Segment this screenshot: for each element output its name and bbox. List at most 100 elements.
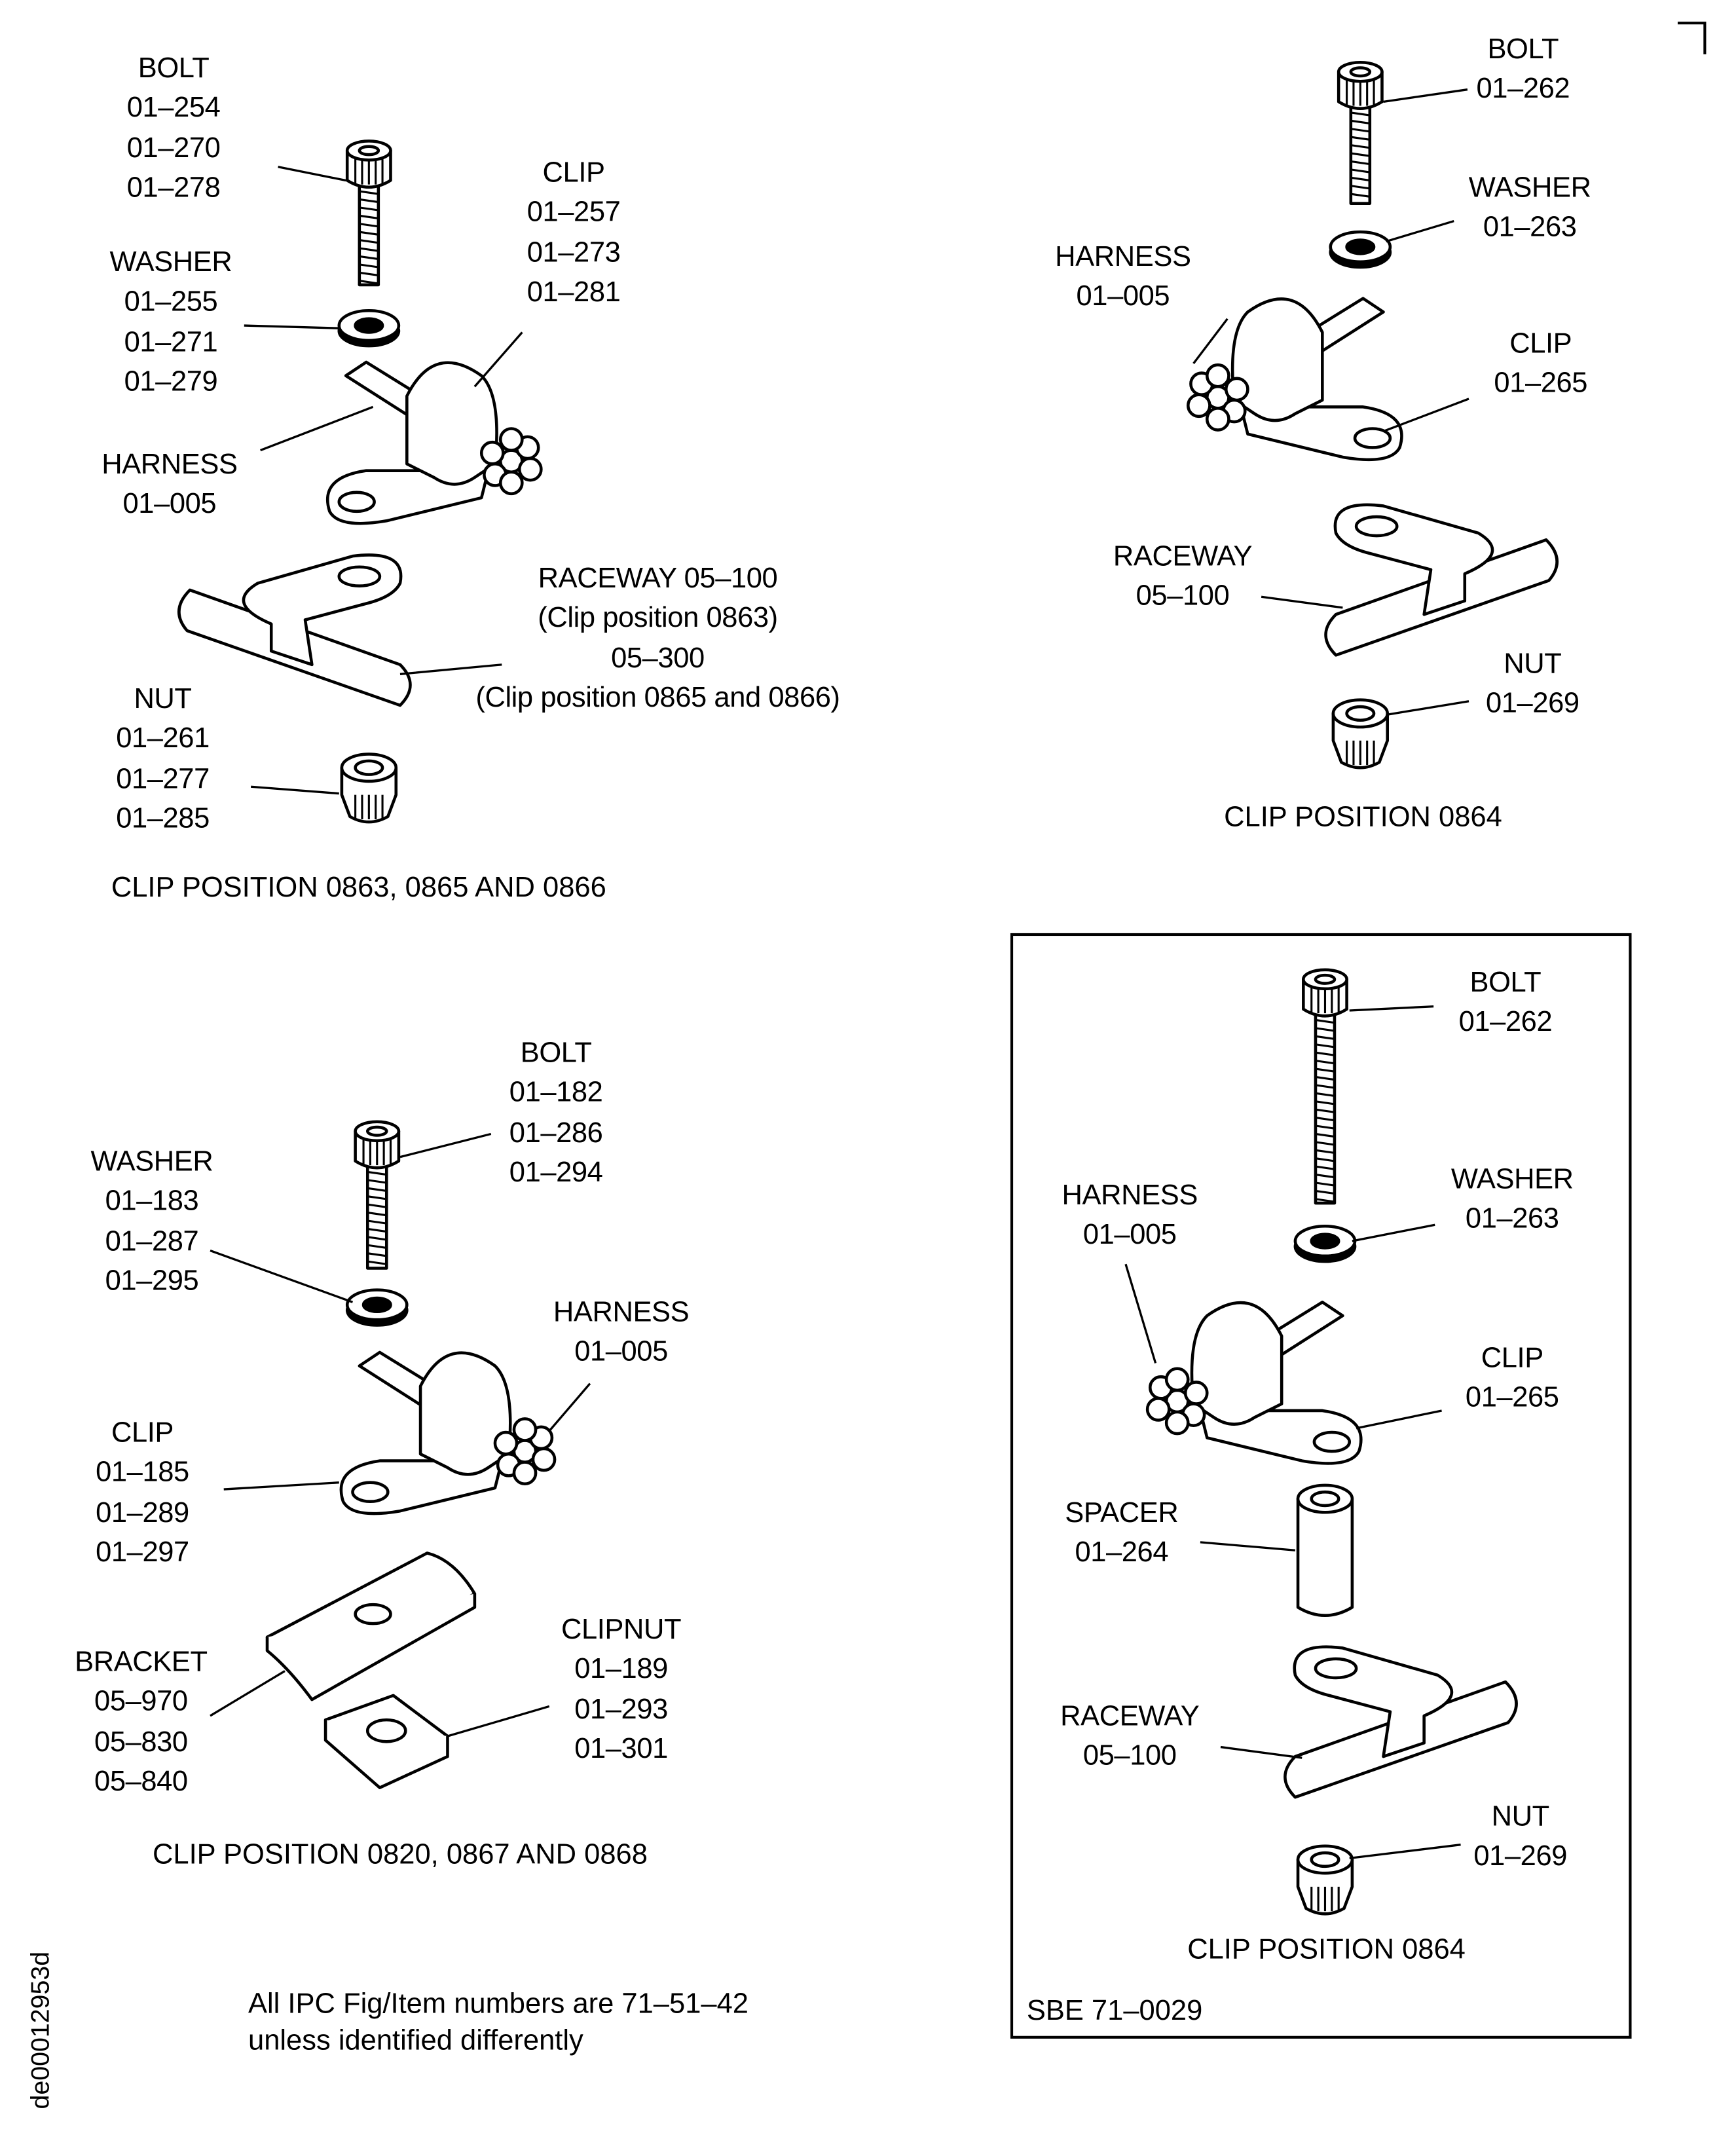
label-part-number: 01–185 — [96, 1457, 189, 1489]
leader-line — [1124, 1263, 1157, 1364]
line-shape — [1350, 152, 1371, 157]
leader-line — [1352, 1223, 1435, 1242]
label-part-number: 01–293 — [574, 1693, 668, 1725]
line-shape — [1315, 1165, 1335, 1170]
line-shape — [367, 1260, 387, 1265]
label-part-name: SPACER — [1065, 1497, 1179, 1529]
line-shape — [1350, 128, 1371, 133]
line-shape — [359, 263, 379, 269]
line-shape — [1315, 1084, 1335, 1089]
ellipse-shape — [1349, 66, 1372, 78]
leader-line — [548, 1383, 591, 1432]
label-part-number: 01–269 — [1486, 688, 1579, 720]
label-part-number: 01–005 — [574, 1336, 668, 1368]
label-part-name: CLIP — [542, 157, 605, 189]
line-shape — [1350, 144, 1371, 149]
circle-shape — [1187, 393, 1211, 418]
leader-line — [251, 785, 339, 795]
note: All IPC Fig/Item numbers are 71–51–42 un… — [248, 1986, 748, 2059]
label-raceway: RACEWAY 05–100(Clip position 0863)05–300… — [475, 559, 840, 718]
label-part-name: CLIP — [1509, 328, 1572, 360]
label-clip: CLIP 01–265 — [1466, 1339, 1559, 1418]
bolt-icon — [1337, 60, 1384, 205]
label-part-number: 01–255 — [124, 286, 218, 318]
clip-icon — [1145, 1300, 1363, 1465]
label-part-number: 01–279 — [124, 365, 218, 398]
label-part-name: WASHER — [109, 246, 232, 278]
circle-shape — [493, 1430, 519, 1456]
label-part-number: 01–264 — [1075, 1537, 1169, 1569]
leader-line — [399, 663, 502, 675]
label-part-name: BOLT — [1469, 967, 1542, 999]
leader-line — [1220, 1745, 1302, 1759]
line-shape — [1315, 1117, 1335, 1122]
rect-shape — [1314, 1007, 1337, 1205]
line-shape — [1315, 1174, 1335, 1179]
line-shape — [1315, 1018, 1335, 1024]
line-shape — [1315, 1157, 1335, 1162]
nut-icon — [1331, 698, 1390, 770]
line-shape — [367, 1219, 387, 1225]
leader-line — [447, 1705, 550, 1737]
label-part-number: 01–289 — [96, 1496, 189, 1529]
label-part-name: BOLT — [138, 52, 210, 84]
leader-line — [223, 1481, 339, 1491]
label-part-number: 01–254 — [126, 92, 221, 124]
line-shape — [1315, 1060, 1335, 1065]
line-shape — [367, 1244, 387, 1249]
washer-icon — [1329, 230, 1392, 269]
harness-icon — [493, 1417, 557, 1486]
line-shape — [359, 198, 379, 204]
line-shape — [367, 1203, 387, 1208]
path-shape — [323, 1720, 449, 1789]
line-shape — [1315, 1043, 1335, 1049]
circle-shape — [531, 1447, 557, 1472]
leader-line — [1349, 1005, 1434, 1012]
label-part-name: CLIP — [1481, 1343, 1543, 1375]
ellipse-shape — [1354, 515, 1399, 538]
label-part-number: 01–285 — [116, 802, 210, 834]
line-shape — [1350, 193, 1371, 198]
spacer-icon — [1296, 1483, 1354, 1617]
ellipse-shape — [1314, 1657, 1358, 1680]
leader-line — [1349, 1844, 1461, 1860]
ellipse-shape — [365, 1125, 388, 1137]
leader-line — [1192, 318, 1228, 365]
line-shape — [1315, 1132, 1335, 1138]
label-part-number: 01–287 — [105, 1225, 199, 1257]
line-shape — [1315, 1108, 1335, 1113]
circle-shape — [512, 1460, 538, 1486]
circle-shape — [498, 427, 524, 452]
harness-icon — [1187, 363, 1249, 432]
washer-icon — [337, 309, 401, 348]
clip-icon — [339, 1350, 557, 1515]
raceway-icon — [1284, 1645, 1518, 1799]
circle-shape — [517, 456, 543, 482]
note-line-2: unless identified differently — [248, 2025, 583, 2056]
ellipse-shape — [351, 1481, 390, 1503]
label-part-number: 01–263 — [1483, 212, 1577, 244]
note-line-1: All IPC Fig/Item numbers are 71–51–42 — [248, 1988, 748, 2020]
ellipse-shape — [337, 565, 382, 587]
label-part-number: 01–265 — [1465, 1383, 1559, 1414]
label-part-name: CLIP — [111, 1417, 174, 1449]
label-part-name: RACEWAY — [1060, 1701, 1200, 1732]
path-shape — [1230, 297, 1324, 422]
line-shape — [1315, 1100, 1335, 1105]
leader-line — [1200, 1541, 1296, 1551]
washer-icon — [345, 1288, 409, 1327]
line-shape — [1315, 1149, 1335, 1154]
circle-shape — [1224, 377, 1249, 402]
circle-shape — [1206, 407, 1230, 432]
line-shape — [359, 239, 379, 244]
line-shape — [367, 1179, 387, 1184]
